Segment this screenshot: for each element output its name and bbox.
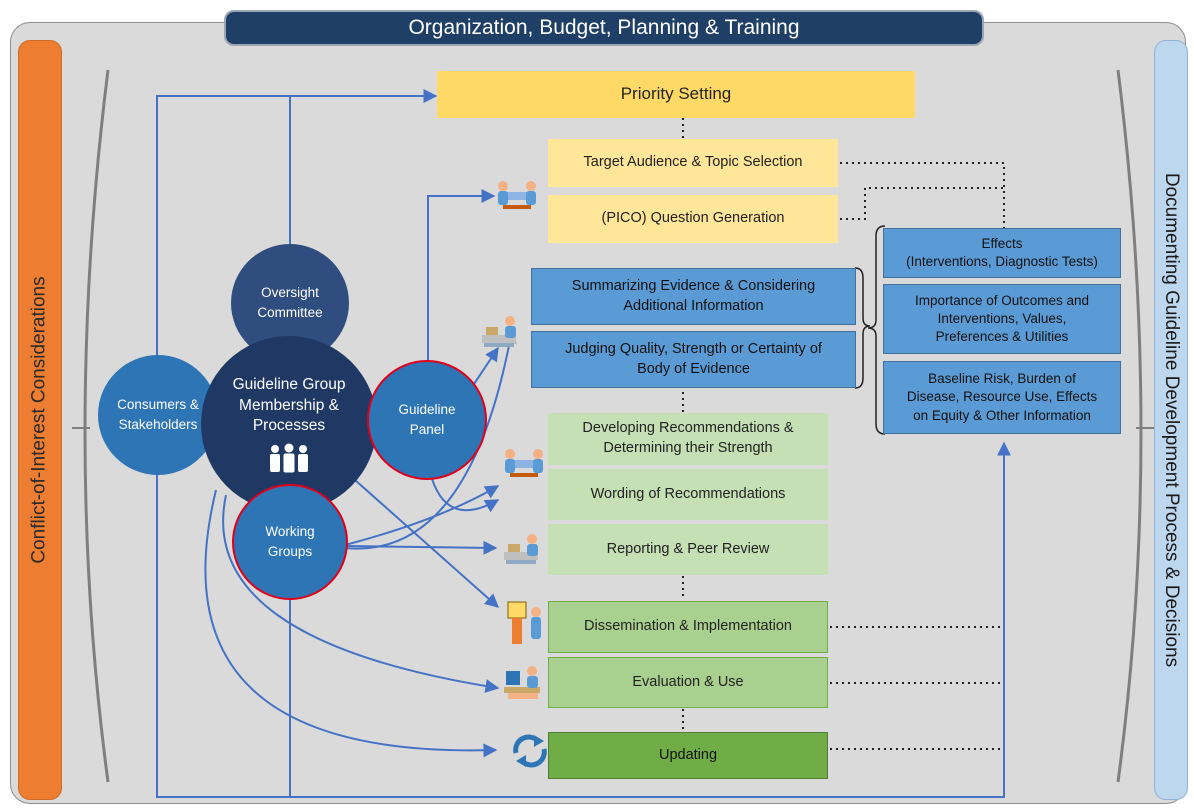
circle-oversight-committee: Oversight Committee	[231, 244, 349, 362]
step-updating-label: Updating	[658, 746, 718, 763]
step-pico-question: (PICO) Question Generation	[548, 195, 838, 243]
circle-consumers-stakeholders: Consumers & Stakeholders	[98, 355, 218, 475]
step-developing-recommendations-label: Developing Recommendations & Determining…	[582, 420, 794, 456]
circle-working-groups: Working Groups	[232, 484, 348, 600]
step-pico-question-label: (PICO) Question Generation	[601, 210, 785, 227]
consideration-baseline-risk-label: Baseline Risk, Burden of Disease, Resour…	[906, 371, 1098, 423]
step-summarizing-evidence-label: Summarizing Evidence & Considering Addit…	[571, 277, 816, 314]
circle-working-groups-label: Working Groups	[265, 524, 315, 559]
consideration-baseline-risk: Baseline Risk, Burden of Disease, Resour…	[883, 361, 1121, 434]
circle-guideline-group-label: Guideline Group Membership & Processes	[232, 375, 346, 435]
desk-worker-icon	[482, 316, 516, 347]
step-judging-quality-label: Judging Quality, Strength or Certainty o…	[565, 340, 822, 377]
step-priority-setting-label: Priority Setting	[620, 84, 732, 104]
desk-worker-icon	[504, 534, 538, 564]
consideration-importance-label: Importance of Outcomes and Interventions…	[914, 292, 1090, 345]
bottom-loop-line	[156, 441, 1011, 798]
step-updating: Updating	[548, 732, 828, 779]
step-evaluation-use-label: Evaluation & Use	[632, 673, 744, 690]
circle-guideline-panel-label: Guideline Panel	[398, 402, 456, 437]
circle-oversight-committee-label: Oversight Committee	[257, 285, 323, 320]
step-wording-recommendations-label: Wording of Recommendations	[590, 485, 786, 502]
consideration-effects: Effects (Interventions, Diagnostic Tests…	[883, 228, 1121, 278]
presenter-icon	[507, 601, 541, 644]
people-group-icon	[270, 443, 308, 473]
left-parenthesis	[83, 69, 110, 783]
step-developing-recommendations: Developing Recommendations & Determining…	[548, 413, 828, 465]
arrow-to-priority	[156, 89, 438, 375]
meeting-icon	[505, 449, 543, 477]
step-dissemination-label: Dissemination & Implementation	[584, 618, 792, 635]
meeting-icon	[498, 181, 536, 209]
step-dissemination: Dissemination & Implementation	[548, 601, 828, 653]
circle-guideline-group: Guideline Group Membership & Processes	[201, 336, 377, 512]
update-cycle-icon	[513, 734, 547, 768]
header-title: Organization, Budget, Planning & Trainin…	[408, 16, 800, 39]
circle-consumers-stakeholders-label: Consumers & Stakeholders	[117, 397, 199, 432]
step-wording-recommendations: Wording of Recommendations	[548, 469, 828, 520]
consideration-importance: Importance of Outcomes and Interventions…	[883, 284, 1121, 354]
step-reporting-peer-review-label: Reporting & Peer Review	[606, 540, 770, 557]
arrow-panel-to-target	[427, 189, 496, 362]
step-summarizing-evidence: Summarizing Evidence & Considering Addit…	[531, 268, 856, 325]
step-priority-setting: Priority Setting	[437, 71, 915, 118]
conflict-of-interest-bar: Conflict-of-Interest Considerations	[18, 40, 62, 800]
consideration-effects-label: Effects (Interventions, Diagnostic Tests…	[906, 235, 1098, 269]
circle-guideline-panel: Guideline Panel	[367, 360, 487, 480]
header-banner: Organization, Budget, Planning & Trainin…	[224, 10, 984, 46]
step-reporting-peer-review: Reporting & Peer Review	[548, 524, 828, 575]
step-evaluation-use: Evaluation & Use	[548, 657, 828, 708]
step-target-audience-label: Target Audience & Topic Selection	[583, 154, 803, 171]
computer-user-icon	[504, 666, 540, 699]
documenting-process-bar: Documenting Guideline Development Proces…	[1154, 40, 1188, 800]
step-judging-quality: Judging Quality, Strength or Certainty o…	[531, 331, 856, 388]
step-target-audience: Target Audience & Topic Selection	[548, 139, 838, 187]
right-parenthesis	[1116, 69, 1143, 783]
